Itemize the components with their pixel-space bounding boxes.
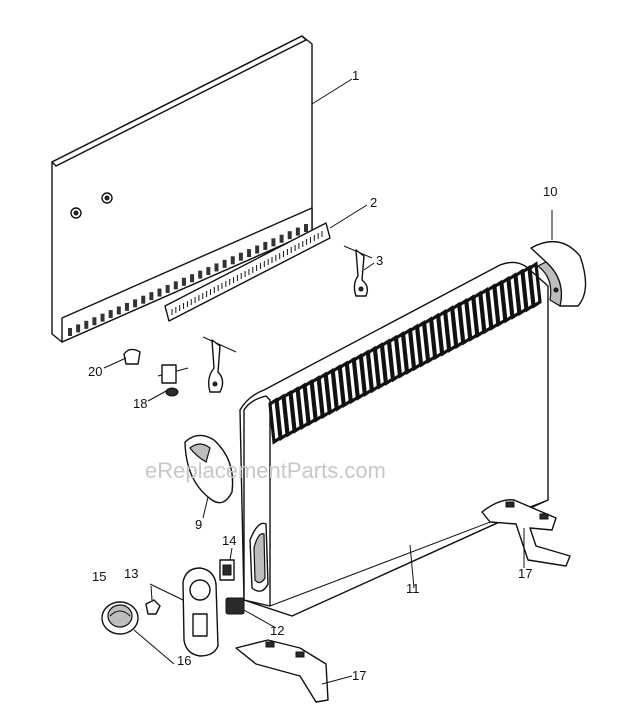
callout-17-left: 17 [352,668,366,683]
panel-vent-slot [263,241,268,250]
panel-vent-slot [108,310,113,319]
part-15-nut [145,599,161,615]
panel-vent-slot [157,288,162,297]
callout-12: 12 [270,623,284,638]
callout-16: 16 [177,653,191,668]
callout-14: 14 [222,533,236,548]
bracket-left [202,336,237,393]
callout-10: 10 [543,184,557,199]
panel-vent-slot [287,231,292,240]
panel-vent-slot [255,245,260,254]
panel-vent-slot [222,259,227,268]
panel-vent-slot [206,267,211,276]
callout-3: 3 [376,253,383,268]
part-2-element-strip [164,222,331,322]
panel-vent-slot [92,317,97,326]
panel-vent-slot [198,270,203,279]
callout-2: 2 [370,195,377,210]
panel-vent-slot [247,249,252,258]
panel-vent-slot [295,227,300,236]
panel-vent-slot [190,274,195,283]
panel-vent-slot [230,256,235,265]
part-9-knob-housing [184,434,234,504]
part-14-switch [219,559,235,581]
panel-vent-slot [149,292,154,301]
panel-vent-slot [271,238,276,247]
panel-vent-slot [124,302,129,311]
callout-18: 18 [133,396,147,411]
panel-vent-slot [141,295,146,304]
leader-lines [103,78,553,685]
callout-1: 1 [352,68,359,83]
part-20-clip [123,348,141,365]
part-13-control-plate [182,567,219,657]
watermark-text: eReplacementParts.com [145,458,386,483]
panel-vent-slot [165,284,170,293]
callout-11: 11 [406,581,420,596]
callout-9: 9 [195,517,202,532]
callout-13: 13 [124,566,138,581]
panel-vent-slot [181,277,186,286]
panel-vent-slot [133,299,138,308]
part-1-back-panel [51,35,313,343]
panel-vent-slot [76,324,81,333]
panel-vent-slot [304,224,308,232]
panel-vent-slot [84,320,89,329]
callout-17-right: 17 [518,566,532,581]
part-16-knob [101,601,139,635]
callout-15: 15 [92,569,106,584]
panel-vent-slot [100,313,105,322]
part-17-foot-right [481,499,571,567]
panel-vent-slot [68,328,72,336]
panel-vent-slot [116,306,121,315]
panel-vent-slot [279,234,284,243]
part-18-thermostat [157,364,189,397]
panel-vent-slot [238,252,243,261]
panel-vent-slot [173,281,178,290]
part-10-end-cap [530,240,587,307]
callout-20: 20 [88,364,102,379]
part-17-foot-left [235,639,329,703]
panel-vent-slot [214,263,219,272]
heater-fin [528,261,542,309]
part-12-rocker [225,597,245,615]
part-11-heater-body [239,261,549,617]
part-3-bracket [343,245,373,297]
